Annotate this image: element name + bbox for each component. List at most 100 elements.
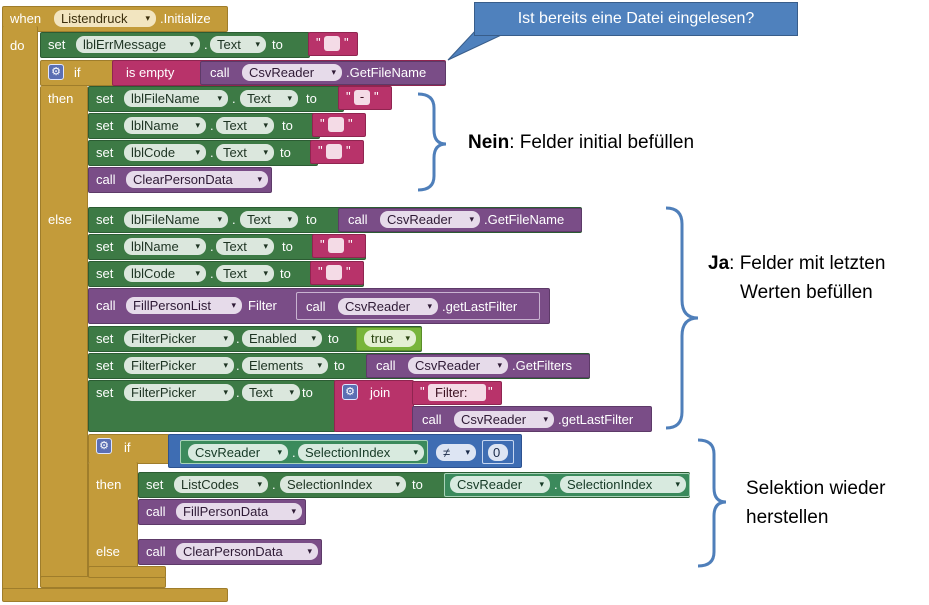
lblFileName-dropdown[interactable]: lblFileName▾ [124, 90, 228, 107]
property-text-dropdown[interactable]: Text▾ [216, 144, 274, 161]
call-keyword: call [348, 212, 368, 227]
procedure-dropdown[interactable]: FillPersonData ▾ [176, 503, 302, 520]
chevron-down-icon: ▾ [289, 387, 294, 397]
component-label: lblCode [131, 145, 176, 160]
csvreader-dropdown[interactable]: CsvReader▾ [380, 211, 480, 228]
true-dropdown[interactable]: true▾ [364, 330, 416, 347]
lblFileName-dropdown[interactable]: lblFileName▾ [124, 211, 228, 228]
quote-close: " [348, 237, 353, 252]
chevron-down-icon: ▾ [291, 506, 296, 516]
dash-string-field[interactable]: - [354, 90, 370, 105]
inner-if-body [88, 462, 138, 576]
property-text-dropdown[interactable]: Text▾ [216, 265, 274, 282]
empty-string-field[interactable] [328, 238, 344, 253]
annotation-selektion-line1: Selektion wieder [746, 478, 886, 499]
set-keyword: set [96, 91, 114, 106]
operator-neq-dropdown[interactable]: ≠▾ [436, 444, 476, 461]
empty-string-field[interactable] [326, 265, 342, 280]
chevron-down-icon: ▾ [223, 387, 228, 397]
empty-string-field[interactable] [326, 144, 342, 159]
else-keyword: else [96, 544, 120, 559]
FilterPicker-dropdown[interactable]: FilterPicker▾ [124, 357, 234, 374]
dot: . [232, 91, 236, 106]
quote-open: " [320, 237, 325, 252]
annotation-ja-text: : Felder mit letzten [729, 253, 886, 274]
set-keyword: set [96, 118, 114, 133]
call-keyword: call [422, 412, 442, 427]
callout-text: Ist bereits eine Datei eingelesen? [517, 10, 755, 27]
FilterPicker-dropdown[interactable]: FilterPicker▾ [124, 330, 234, 347]
set-keyword: set [48, 37, 66, 52]
csvreader-dropdown[interactable]: CsvReader▾ [408, 357, 508, 374]
gear-icon[interactable]: ⚙ [48, 64, 64, 80]
procedure-label: FillPersonData [183, 504, 269, 519]
annotation-nein-bold: Nein [468, 132, 510, 153]
ListCodes-dropdown[interactable]: ListCodes▾ [174, 476, 268, 493]
event-handler-body [2, 26, 38, 592]
property-text-dropdown[interactable]: Text▾ [216, 117, 274, 134]
procedure-dropdown[interactable]: FillPersonList▾ [126, 297, 242, 314]
chevron-down-icon: ▾ [223, 333, 228, 343]
procedure-dropdown[interactable]: ClearPersonData▾ [176, 543, 318, 560]
empty-string-field[interactable] [328, 117, 344, 132]
property-selectionindex-dropdown[interactable]: SelectionIndex▾ [280, 476, 406, 493]
inner-if-footer [88, 566, 166, 578]
set-keyword: set [96, 331, 114, 346]
csvreader-dropdown[interactable]: CsvReader▾ [454, 411, 554, 428]
brace-selektion [697, 438, 727, 568]
chevron-down-icon: ▾ [195, 268, 200, 278]
filter-string-field[interactable]: Filter: [428, 384, 486, 401]
event-component-dropdown[interactable]: Listendruck▾ [54, 10, 156, 27]
chevron-down-icon: ▾ [263, 268, 268, 278]
dot: . [210, 239, 214, 254]
set-keyword: set [96, 145, 114, 160]
boolean-label: true [371, 331, 394, 346]
to-keyword: to [280, 145, 291, 160]
lblCode-dropdown[interactable]: lblCode▾ [124, 144, 206, 161]
procedure-dropdown[interactable]: ClearPersonData▾ [126, 171, 268, 188]
csvreader-dropdown[interactable]: CsvReader▾ [450, 476, 550, 493]
dot: . [236, 358, 240, 373]
property-label: Text [223, 118, 247, 133]
procedure-label: ClearPersonData [133, 172, 233, 187]
property-text-dropdown[interactable]: Text▾ [216, 238, 274, 255]
when-keyword: when [10, 11, 42, 26]
csvreader-dropdown[interactable]: CsvReader▾ [188, 444, 288, 461]
lblName-dropdown[interactable]: lblName▾ [124, 238, 206, 255]
to-keyword: to [272, 37, 283, 52]
component-label: lblErrMessage [83, 37, 167, 52]
csvreader-dropdown[interactable]: CsvReader▾ [338, 298, 438, 315]
dot: . [236, 385, 240, 400]
empty-string-field[interactable] [324, 36, 340, 51]
procedure-label: ClearPersonData [183, 544, 283, 559]
to-keyword: to [328, 331, 339, 346]
property-selectionindex-dropdown[interactable]: SelectionIndex▾ [560, 476, 686, 493]
csvreader-dropdown[interactable]: CsvReader▾ [242, 64, 342, 81]
property-text-dropdown[interactable]: Text▾ [240, 211, 298, 228]
chevron-down-icon: ▾ [217, 93, 222, 103]
gear-icon[interactable]: ⚙ [96, 438, 112, 454]
set-keyword: set [146, 477, 164, 492]
property-selectionindex-dropdown[interactable]: SelectionIndex▾ [298, 444, 424, 461]
property-enabled-dropdown[interactable]: Enabled▾ [242, 330, 322, 347]
property-text-dropdown[interactable]: Text▾ [210, 36, 266, 53]
annotation-ja-bold: Ja [708, 253, 730, 274]
property-label: Text [247, 91, 271, 106]
number-field[interactable]: 0 [488, 444, 508, 461]
property-elements-dropdown[interactable]: Elements▾ [242, 357, 328, 374]
property-label: Enabled [249, 331, 297, 346]
dot: . [204, 37, 208, 52]
quote-open: " [316, 35, 321, 50]
lblCode-dropdown[interactable]: lblCode▾ [124, 265, 206, 282]
chevron-down-icon: ▾ [287, 214, 292, 224]
component-label: lblName [131, 239, 179, 254]
property-text-dropdown[interactable]: Text▾ [242, 384, 300, 401]
lblErrMessage-dropdown[interactable]: lblErrMessage▾ [76, 36, 200, 53]
chevron-down-icon: ▾ [465, 447, 470, 457]
property-text-dropdown[interactable]: Text▾ [240, 90, 298, 107]
chevron-down-icon: ▾ [675, 479, 680, 489]
FilterPicker-dropdown[interactable]: FilterPicker▾ [124, 384, 234, 401]
event-name: .Initialize [160, 11, 211, 26]
gear-icon[interactable]: ⚙ [342, 384, 358, 400]
lblName-dropdown[interactable]: lblName▾ [124, 117, 206, 134]
